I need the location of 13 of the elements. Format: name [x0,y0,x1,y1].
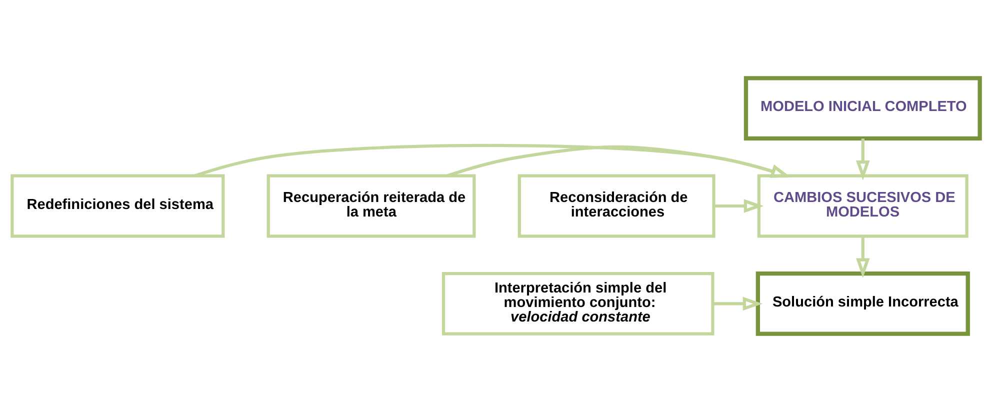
node-box: MODELO INICIAL COMPLETO [744,76,982,141]
node-box: Interpretación simple del movimiento conjunto: velocidad constante [442,272,714,336]
arrow [856,236,870,278]
arrow [446,145,791,178]
node-box: Redefiniciones del sistema [10,174,225,238]
node-box: Recuperación reiterada de la meta [266,174,476,238]
node-box: Reconsideración de interacciones [518,174,716,238]
arrow [194,144,791,178]
arrow [712,296,763,311]
node-box: CAMBIOS SUCESIVOS DE MODELOS [757,174,968,238]
arrow [856,138,870,180]
arrow [714,199,764,213]
node-box: Solución simple Incorrecta [756,271,970,336]
